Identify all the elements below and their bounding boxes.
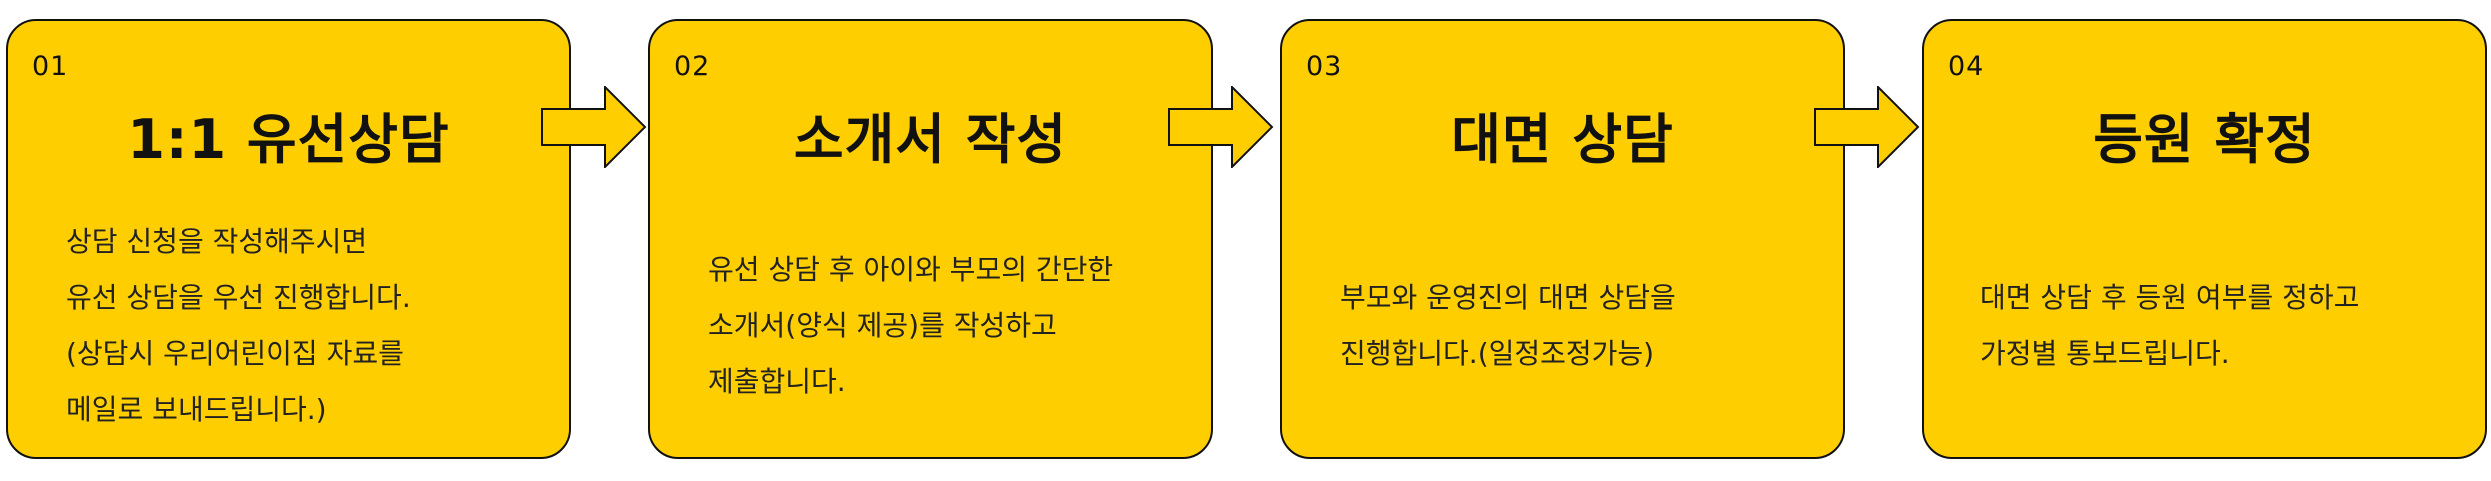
step-description: 부모와 운영진의 대면 상담을 진행합니다.(일정조정가능)	[1282, 201, 1843, 451]
description-line: 유선 상담을 우선 진행합니다.	[66, 281, 411, 314]
description-line: (상담시 우리어린이집 자료를	[66, 337, 404, 370]
step-number: 02	[674, 51, 711, 82]
step-number: 03	[1306, 51, 1343, 82]
description-line: 메일로 보내드립니다.)	[66, 393, 327, 426]
step-title: 등원 확정	[2093, 108, 2316, 171]
step-description: 유선 상담 후 아이와 부모의 간단한 소개서(양식 제공)를 작성하고 제출합…	[650, 201, 1211, 451]
description-line: 제출합니다.	[708, 365, 846, 398]
step-card-1: 01 1:1 유선상담 상담 신청을 작성해주시면 유선 상담을 우선 진행합니…	[6, 19, 571, 459]
description-line: 가정별 통보드립니다.	[1980, 337, 2230, 370]
step-title: 1:1 유선상담	[127, 108, 450, 171]
arrow-right-icon	[541, 86, 647, 168]
description-line: 상담 신청을 작성해주시면	[66, 225, 368, 258]
arrow-right-icon	[1168, 86, 1274, 168]
description-line: 소개서(양식 제공)를 작성하고	[708, 309, 1057, 342]
description-line: 진행합니다.(일정조정가능)	[1340, 337, 1655, 370]
description-line: 부모와 운영진의 대면 상담을	[1340, 281, 1676, 314]
step-title: 대면 상담	[1451, 108, 1674, 171]
step-description: 대면 상담 후 등원 여부를 정하고 가정별 통보드립니다.	[1924, 201, 2485, 451]
step-card-4: 04 등원 확정 대면 상담 후 등원 여부를 정하고 가정별 통보드립니다.	[1922, 19, 2487, 459]
description-line: 대면 상담 후 등원 여부를 정하고	[1980, 281, 2360, 314]
description-line: 유선 상담 후 아이와 부모의 간단한	[708, 253, 1114, 286]
step-card-2: 02 소개서 작성 유선 상담 후 아이와 부모의 간단한 소개서(양식 제공)…	[648, 19, 1213, 459]
step-description: 상담 신청을 작성해주시면 유선 상담을 우선 진행합니다. (상담시 우리어린…	[8, 201, 569, 451]
step-number: 01	[32, 51, 69, 82]
step-number: 04	[1948, 51, 1985, 82]
step-card-3: 03 대면 상담 부모와 운영진의 대면 상담을 진행합니다.(일정조정가능)	[1280, 19, 1845, 459]
step-title: 소개서 작성	[793, 108, 1068, 171]
arrow-right-icon	[1814, 86, 1920, 168]
